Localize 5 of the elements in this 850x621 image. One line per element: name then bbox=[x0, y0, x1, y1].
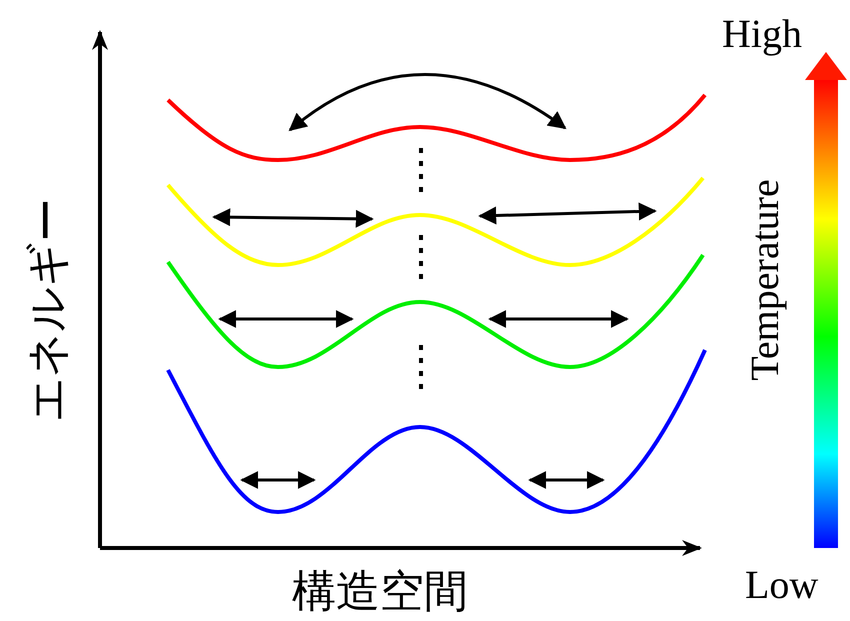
scale-min-label: Low bbox=[745, 565, 818, 605]
colorbar-title: Temperature bbox=[744, 179, 785, 381]
y-axis-title: エネルギー bbox=[26, 198, 70, 422]
x-axis-title: 構造空間 bbox=[292, 570, 468, 614]
scale-max-label: High bbox=[722, 14, 802, 54]
